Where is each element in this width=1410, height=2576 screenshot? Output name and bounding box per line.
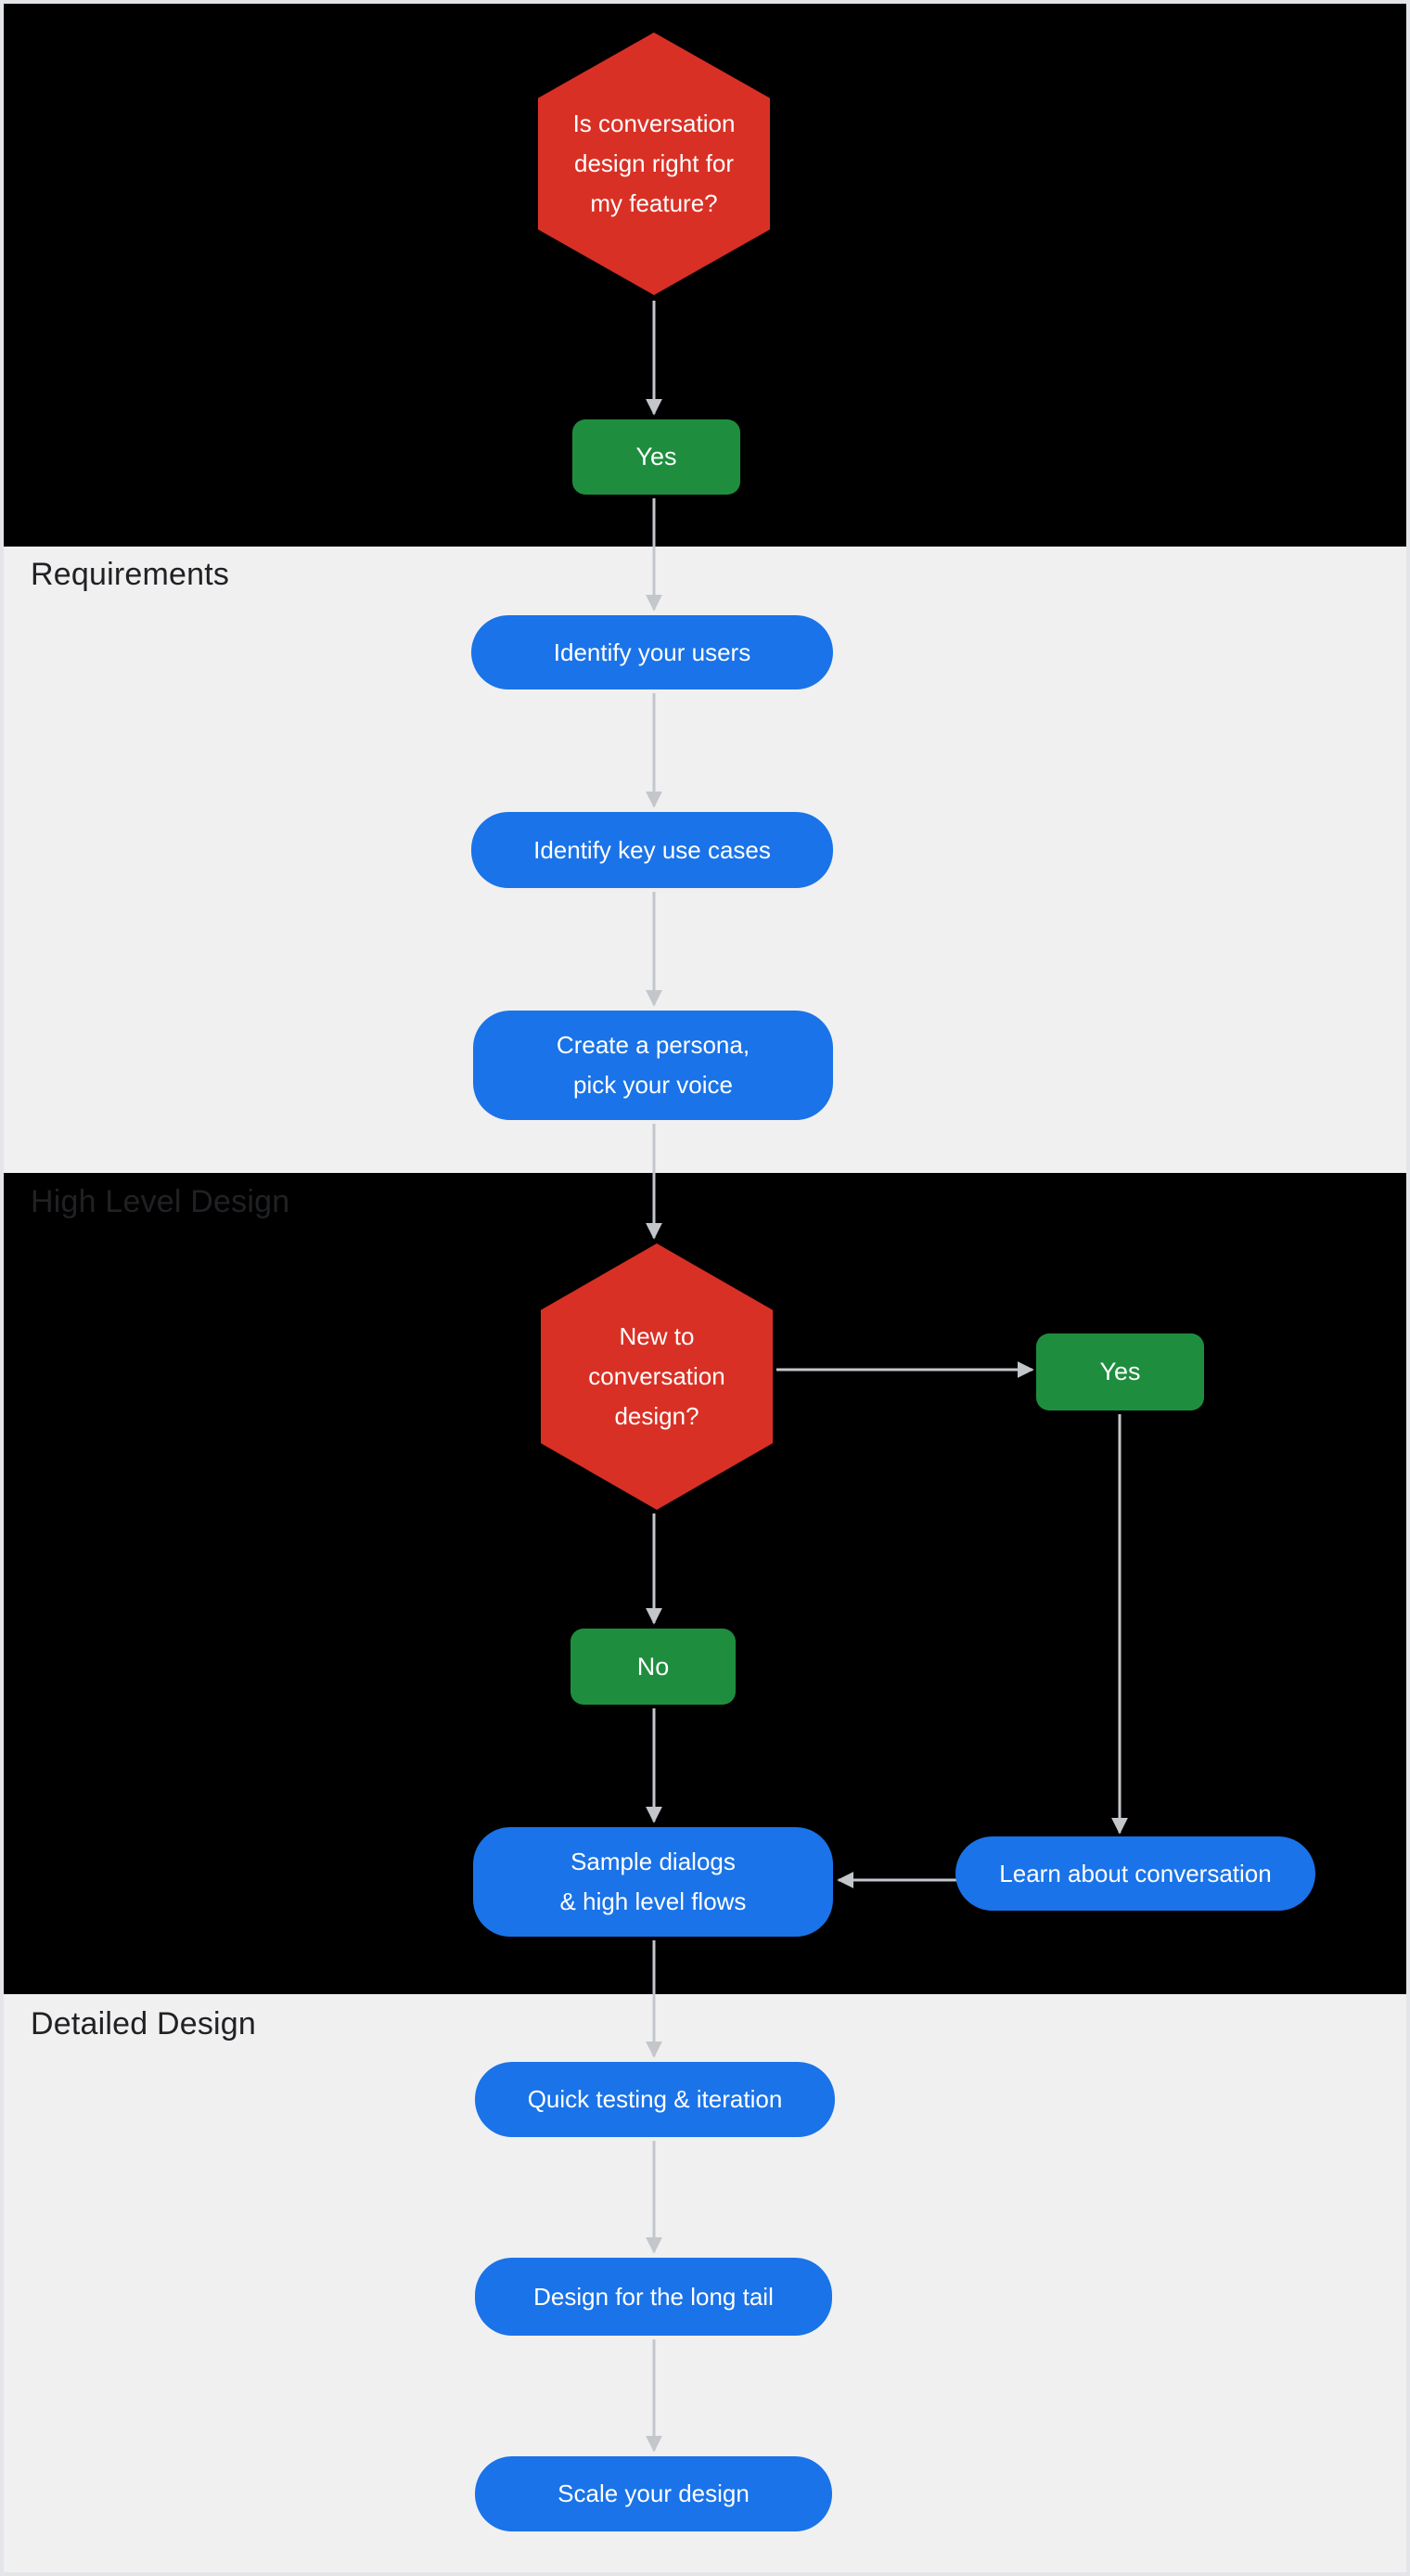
node-label: No	[636, 1652, 670, 1681]
section-heading-high-level-design: High Level Design	[31, 1184, 290, 1219]
node-label: Learn about conversation	[999, 1859, 1272, 1887]
yes-button-feature[interactable]: Yes	[572, 419, 740, 495]
node-label: New to conversation design?	[588, 1322, 725, 1430]
node-label: Scale your design	[558, 2479, 750, 2507]
section-heading-requirements: Requirements	[31, 557, 230, 592]
node-label: Sample dialogs & high level flows	[559, 1848, 747, 1915]
node-label: Yes	[635, 443, 677, 470]
step-identify-key-use-cases[interactable]: Identify key use cases	[471, 812, 833, 888]
step-identify-your-users[interactable]: Identify your users	[471, 615, 833, 689]
step-quick-testing-iteration[interactable]: Quick testing & iteration	[475, 2062, 835, 2137]
node-label: Design for the long tail	[533, 2282, 774, 2311]
step-sample-dialogs-high-level-flows[interactable]: Sample dialogs & high level flows	[473, 1827, 833, 1937]
node-label: Create a persona, pick your voice	[556, 1031, 750, 1099]
node-label: Yes	[1099, 1358, 1141, 1385]
section-heading-detailed-design: Detailed Design	[31, 2006, 257, 2041]
decision-new-to-conversation-design: New to conversation design?	[541, 1243, 773, 1510]
step-learn-about-conversation[interactable]: Learn about conversation	[955, 1836, 1315, 1911]
decision-is-conversation-design-right: Is conversation design right for my feat…	[538, 32, 770, 295]
step-scale-your-design[interactable]: Scale your design	[475, 2456, 832, 2531]
node-label: Quick testing & iteration	[527, 2085, 783, 2113]
node-label: Identify your users	[553, 638, 751, 666]
no-button-new[interactable]: No	[570, 1629, 736, 1705]
step-create-persona-pick-voice[interactable]: Create a persona, pick your voice	[473, 1011, 833, 1120]
step-design-for-long-tail[interactable]: Design for the long tail	[475, 2258, 832, 2336]
yes-button-new[interactable]: Yes	[1036, 1333, 1204, 1410]
node-label: Identify key use cases	[533, 835, 771, 864]
node-label: Is conversation design right for my feat…	[572, 109, 736, 217]
